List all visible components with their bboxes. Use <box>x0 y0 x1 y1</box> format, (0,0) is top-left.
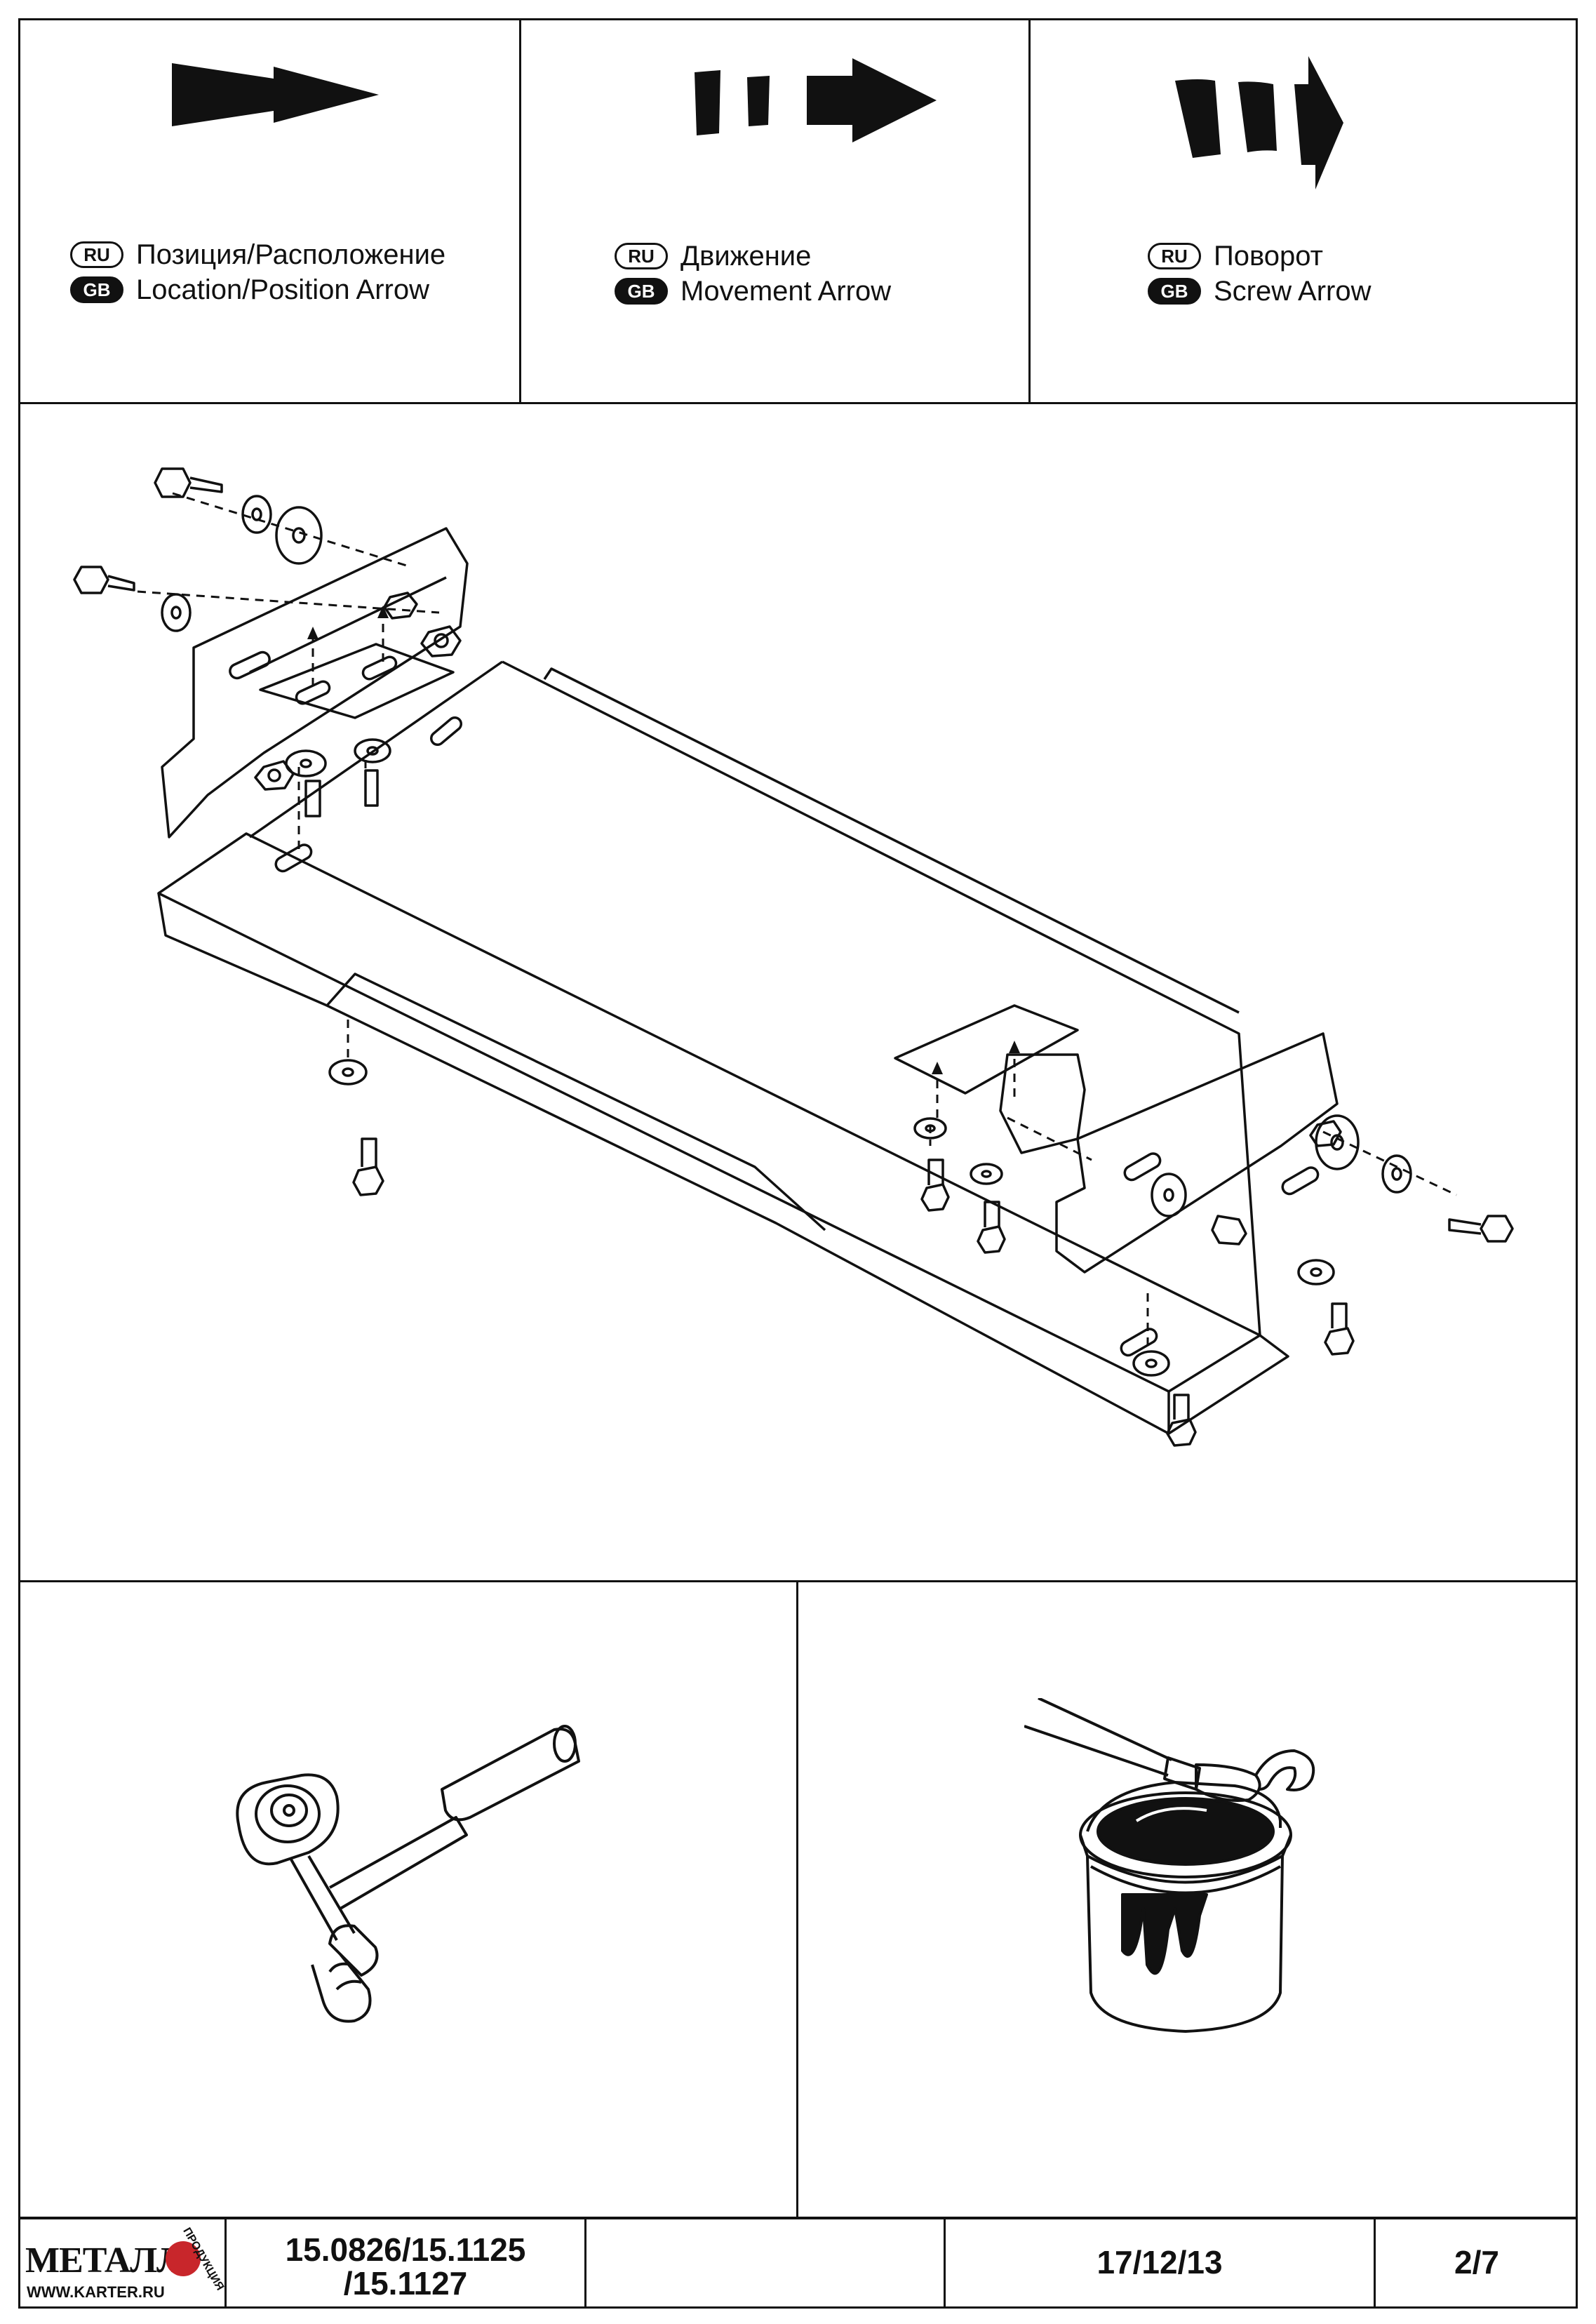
ru-tag: RU <box>1148 243 1201 269</box>
legend-divider-2 <box>1028 18 1031 404</box>
part-number-line1: 15.0826/15.1125 <box>285 2231 526 2268</box>
part-number: 15.0826/15.1125 /15.1127 <box>227 2233 584 2300</box>
legend-ru-label: Движение <box>680 240 812 272</box>
gb-tag: GB <box>70 276 123 303</box>
legend-screw: RU Поворот GB Screw Arrow <box>1148 239 1372 309</box>
legend-gb-label: Location/Position Arrow <box>136 274 430 305</box>
logo-circle-icon <box>166 2241 201 2276</box>
company-logo: МЕТАЛЛ ПРОДУКЦИЯ WWW.KARTER.RU <box>25 2226 226 2303</box>
revision-date: 17/12/13 <box>1097 2244 1223 2280</box>
part-number-line2: /15.1127 <box>343 2265 468 2302</box>
legend-movement: RU Движение GB Movement Arrow <box>615 239 891 309</box>
legend-divider-1 <box>519 18 521 404</box>
paint-can-brush-icon <box>1024 1698 1315 2033</box>
location-arrow-icon <box>172 63 379 126</box>
footer-bar <box>18 2217 1578 2309</box>
skid-plate-assembly <box>73 467 1514 1447</box>
legend-ru-label: Поворот <box>1214 240 1323 272</box>
logo-url: WWW.KARTER.RU <box>27 2283 165 2301</box>
legend-gb-label: Screw Arrow <box>1214 275 1372 307</box>
ru-tag: RU <box>615 243 668 269</box>
screw-arrow-icon <box>1175 56 1343 189</box>
page-number: 2/7 <box>1454 2244 1499 2280</box>
footer-divider <box>584 2217 586 2309</box>
logo-text: МЕТАЛЛ <box>25 2240 184 2280</box>
legend-gb-label: Movement Arrow <box>680 275 892 307</box>
movement-arrow-icon <box>695 58 937 142</box>
gb-tag: GB <box>1148 278 1201 305</box>
ru-tag: RU <box>70 241 123 268</box>
footer-divider <box>944 2217 946 2309</box>
gb-tag: GB <box>615 278 668 305</box>
footer-divider <box>1374 2217 1376 2309</box>
ratchet-wrench-icon <box>236 1725 580 2023</box>
legend-location: RU Позиция/Расположение GB Location/Positi… <box>70 237 445 307</box>
legend-ru-label: Позиция/Расположение <box>136 239 446 270</box>
footer-divider <box>224 2217 227 2309</box>
